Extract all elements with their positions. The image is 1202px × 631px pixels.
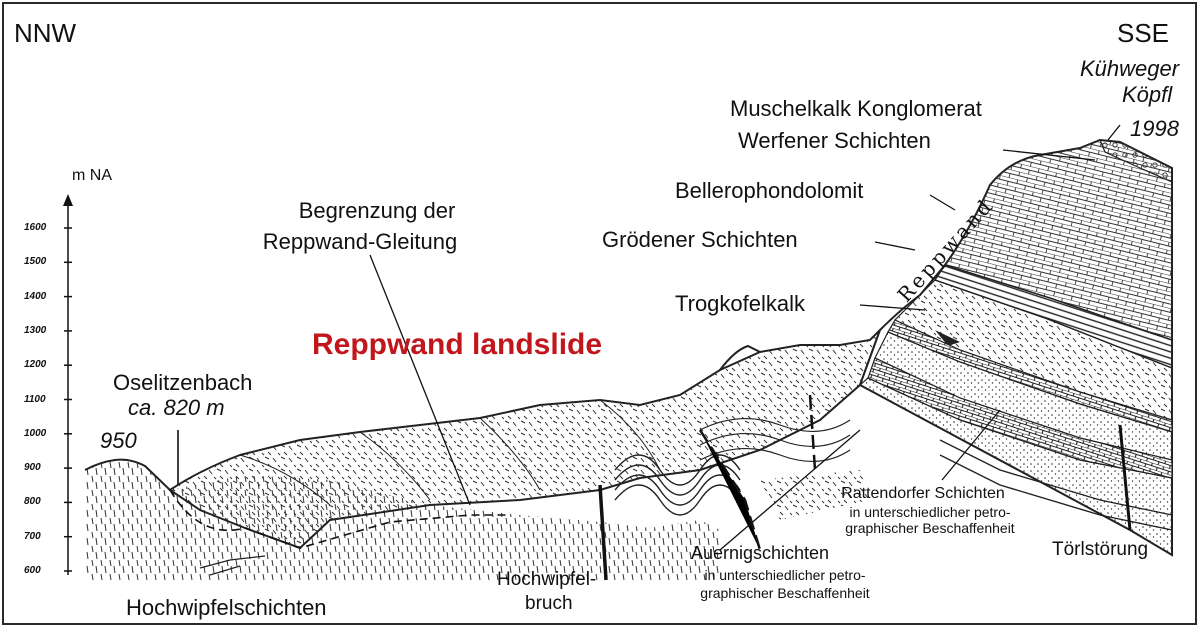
rattendorfer-line2: in unterschiedlicher petro- bbox=[815, 505, 1045, 519]
axis-tick-label: 1000 bbox=[24, 428, 46, 439]
auernig-title: Auernigschichten bbox=[635, 544, 885, 562]
axis-unit: m NA bbox=[72, 168, 112, 184]
bellerophon-label: Bellerophondolomit bbox=[675, 180, 863, 202]
hochwipfel-bruch-line2: bruch bbox=[525, 594, 573, 613]
direction-nnw: NNW bbox=[14, 20, 76, 46]
boundary-label-line1: Begrenzung der bbox=[232, 200, 522, 222]
direction-sse: SSE bbox=[1117, 20, 1169, 46]
axis-tick-label: 1300 bbox=[24, 325, 46, 336]
groedener-label: Grödener Schichten bbox=[602, 229, 798, 251]
axis-tick-label: 700 bbox=[24, 531, 41, 542]
werfener-label: Werfener Schichten bbox=[738, 130, 931, 152]
hochwipfel-bruch-line1: Hochwipfel- bbox=[497, 570, 596, 589]
boundary-label-line2: Reppwand-Gleitung bbox=[215, 231, 505, 253]
hochwipfelschichten-label: Hochwipfelschichten bbox=[126, 597, 327, 619]
elevation-axis bbox=[63, 194, 73, 575]
rattendorfer-title: Rattendorfer Schichten bbox=[808, 486, 1038, 502]
summit-elevation: 1998 bbox=[1130, 118, 1179, 140]
axis-tick-label: 1400 bbox=[24, 291, 46, 302]
summit-name-line1: Kühweger bbox=[1080, 58, 1179, 80]
summit-name-line2: Köpfl bbox=[1122, 84, 1172, 106]
trogkofel-label: Trogkofelkalk bbox=[675, 293, 805, 315]
auernig-line3: graphischer Beschaffenheit bbox=[660, 586, 910, 600]
axis-tick-label: 600 bbox=[24, 565, 41, 576]
axis-tick-label: 1600 bbox=[24, 222, 46, 233]
axis-tick-label: 900 bbox=[24, 462, 41, 473]
toerlstoerung-label: Törlstörung bbox=[1052, 540, 1148, 559]
title: Reppwand landslide bbox=[312, 330, 602, 360]
landslide-mass bbox=[170, 330, 880, 548]
muschelkalk-label: Muschelkalk Konglomerat bbox=[730, 98, 982, 120]
oselitzenbach-label: Oselitzenbach bbox=[113, 372, 252, 394]
auernig-line2: in unterschiedlicher petro- bbox=[660, 568, 910, 582]
oselitzenbach-elevation: ca. 820 m bbox=[128, 397, 225, 419]
left-peak-elevation: 950 bbox=[100, 430, 137, 452]
axis-tick-label: 1200 bbox=[24, 359, 46, 370]
axis-tick-label: 1100 bbox=[24, 394, 46, 405]
axis-tick-label: 1500 bbox=[24, 256, 46, 267]
axis-tick-label: 800 bbox=[24, 496, 41, 507]
rattendorfer-line3: graphischer Beschaffenheit bbox=[815, 521, 1045, 535]
